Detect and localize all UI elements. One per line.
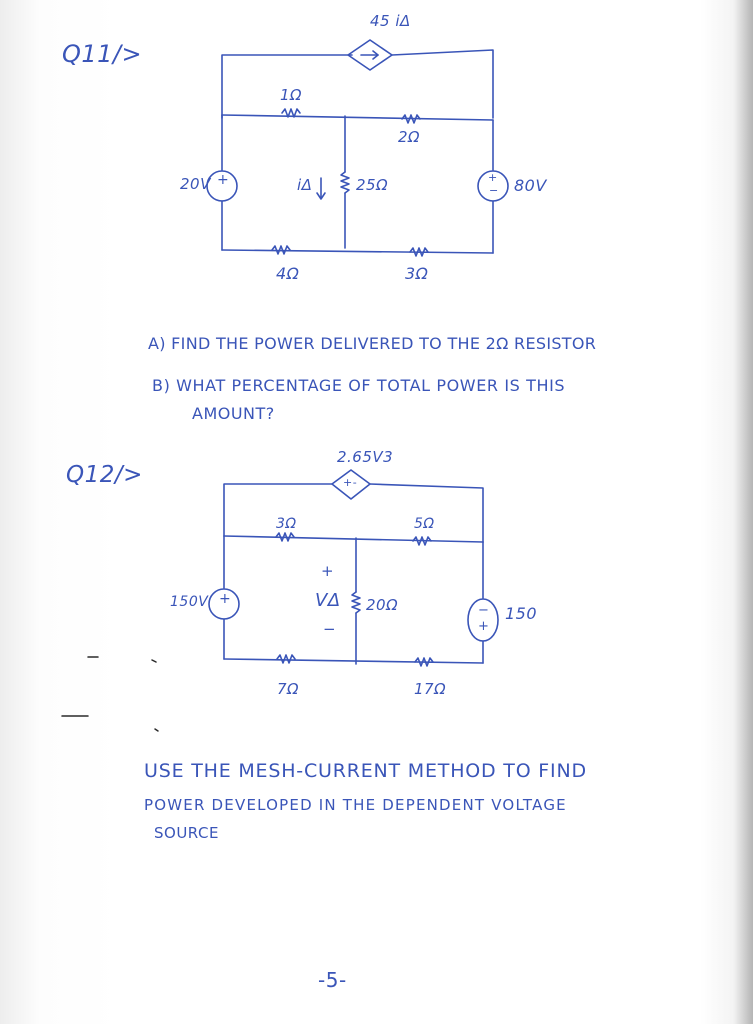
- q12-bottom-wire: [223, 658, 484, 664]
- q11-r3-label: 3Ω: [405, 264, 429, 283]
- q12-top-wire-left: [223, 483, 333, 537]
- q11-dep-source-label: 45 iΔ: [370, 12, 411, 30]
- q11-bottom-wire: [221, 249, 494, 254]
- q12-v-left-label: 150V: [170, 594, 209, 610]
- q11-top-wire-left: [221, 54, 353, 119]
- q12-instruction-line1: USE THE MESH-CURRENT METHOD TO FIND: [144, 760, 587, 782]
- q11-branch-current-label: iΔ: [297, 176, 313, 194]
- q12-vdelta-plus: +: [321, 562, 335, 580]
- q11-v-left-label: 20V: [180, 175, 211, 193]
- q12-r3-label: 3Ω: [276, 516, 297, 532]
- q11-resistor-1ohm: [281, 108, 301, 118]
- q11-top-wire-right: [391, 49, 494, 119]
- q12-resistor-3ohm: [275, 532, 295, 542]
- q12-label: Q12/>: [66, 462, 143, 488]
- stray-mark-4: [154, 728, 159, 732]
- q11-question-a: A) FIND THE POWER DELIVERED TO THE 2Ω RE…: [148, 334, 597, 353]
- q12-resistor-20ohm: [351, 591, 361, 614]
- q11-resistor-25ohm: [340, 171, 350, 194]
- q12-top-wire-right: [369, 483, 484, 543]
- q12-v-right-sign-top: −: [478, 603, 490, 618]
- q11-question-b-line2: AMOUNT?: [192, 404, 275, 423]
- q12-mid-wire: [223, 535, 484, 543]
- q12-dep-source-label: 2.65V3: [337, 448, 394, 466]
- stray-mark-2: [151, 659, 157, 663]
- q12-r5-label: 5Ω: [414, 516, 435, 532]
- q12-r20-label: 20Ω: [366, 596, 399, 614]
- q11-v-right-label: 80V: [514, 176, 547, 195]
- q11-ia-arrowhead: [316, 192, 326, 200]
- q12-r7-label: 7Ω: [277, 680, 300, 698]
- q11-resistor-4ohm: [271, 245, 291, 255]
- q11-r25-label: 25Ω: [356, 176, 389, 194]
- q11-dep-source-arrowhead: [372, 50, 379, 60]
- q12-resistor-17ohm: [414, 657, 434, 667]
- q11-r1-label: 1Ω: [280, 86, 303, 104]
- q12-v-right-label: 150: [505, 604, 538, 623]
- page-edge-shadow: [733, 0, 753, 1024]
- q12-v-right-sign-bottom: +: [478, 619, 490, 634]
- q12-vdelta-minus: −: [323, 620, 337, 638]
- q11-label: Q11/>: [62, 40, 143, 68]
- q11-resistor-3ohm: [409, 247, 429, 257]
- q12-resistor-5ohm: [412, 536, 432, 546]
- q12-resistor-7ohm: [276, 654, 296, 664]
- q11-r2-label: 2Ω: [398, 128, 421, 146]
- q12-instruction-line3: SOURCE: [154, 824, 219, 842]
- q12-v-left-sign: +: [219, 591, 232, 607]
- q12-instruction-line2: POWER DEVELOPED IN THE DEPENDENT VOLTAGE: [144, 796, 567, 814]
- q12-r17-label: 17Ω: [414, 680, 447, 698]
- page-number: -5-: [318, 968, 347, 992]
- q11-r4-label: 4Ω: [276, 264, 300, 283]
- q11-v-right-sign-bottom: −: [489, 184, 499, 197]
- q12-vdelta-label: VΔ: [315, 590, 341, 611]
- q11-mid-wire: [221, 114, 494, 121]
- q11-question-b-line1: B) WHAT PERCENTAGE OF TOTAL POWER IS THI…: [152, 376, 566, 395]
- q11-v-right-sign-top: +: [488, 171, 498, 184]
- q11-v-left-sign: +: [217, 172, 230, 188]
- q11-resistor-2ohm: [401, 114, 421, 124]
- q12-dep-source-sign: +-: [343, 476, 358, 489]
